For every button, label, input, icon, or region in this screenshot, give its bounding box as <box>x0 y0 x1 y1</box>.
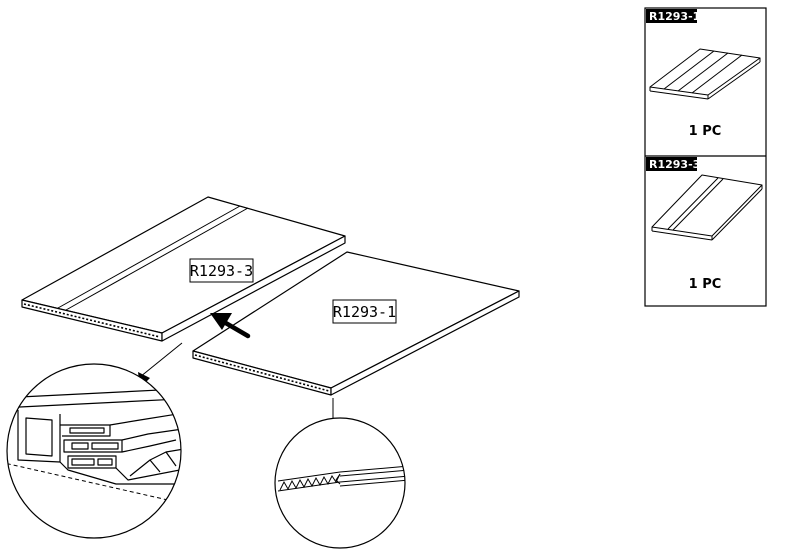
parts-list-item: R1293-3 1 PC <box>646 157 763 292</box>
slide-direction-arrow-icon <box>210 313 251 339</box>
parts-list-item: R1293-1 1 PC <box>646 9 761 139</box>
label-r1293-3: R1293-3 <box>189 258 254 283</box>
label-r1293-1-text: R1293-1 <box>333 303 396 321</box>
label-r1293-1: R1293-1 <box>332 299 397 324</box>
label-r1293-3-text: R1293-3 <box>190 262 253 280</box>
parts-list: R1293-1 1 PC R1293-3 <box>644 7 767 307</box>
part-thumbnail-r1293-1 <box>649 48 761 100</box>
corrugation-edge-detail <box>274 417 406 549</box>
joint-profile-detail <box>6 363 182 539</box>
part-quantity: 1 PC <box>689 124 722 139</box>
part-number-tag: R1293-3 <box>649 158 700 171</box>
part-number-tag: R1293-1 <box>649 10 700 23</box>
part-thumbnail-r1293-3 <box>651 174 763 241</box>
panel-r1293-3 <box>21 196 346 342</box>
part-quantity: 1 PC <box>689 277 722 292</box>
